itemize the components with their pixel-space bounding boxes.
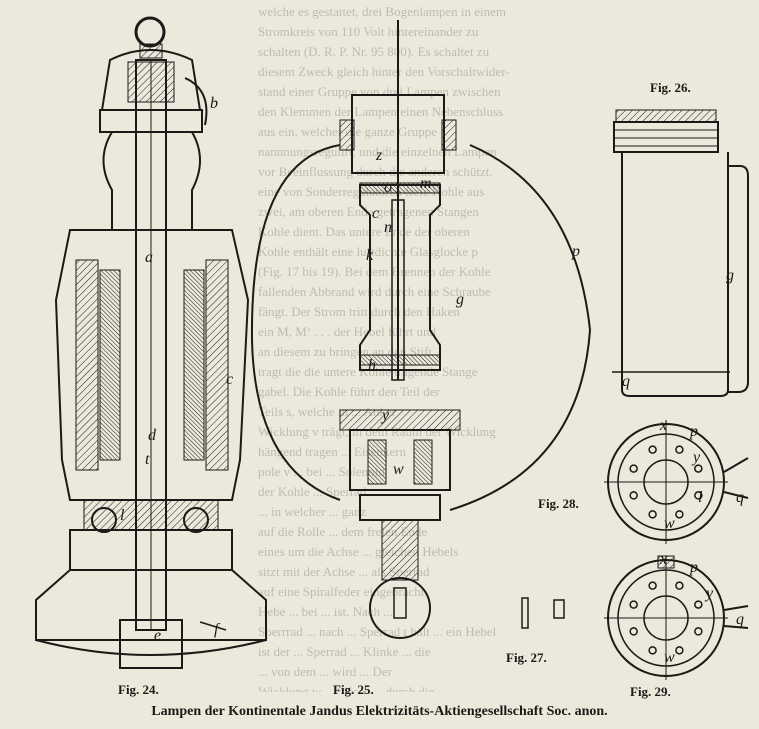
- background-text-line: fallenden Abbrand wird durch eine Schrau…: [258, 284, 491, 299]
- background-text-line: pole v ... bei ... Solenoid: [258, 464, 385, 479]
- background-text-line: diesem Zweck gleich hinter den Vorschalt…: [258, 64, 510, 79]
- background-text-line: fängt. Der Strom tritt durch den Haken: [258, 304, 460, 319]
- bolt-hole: [629, 627, 638, 636]
- fig25-part-letter: z: [376, 147, 383, 164]
- background-text-line: Stromkreis von 110 Volt hintereinander z…: [258, 24, 479, 39]
- fig28-label: Fig. 28.: [538, 496, 579, 511]
- background-text-line: Hebe ... bei ... ist. Nach ...: [258, 604, 394, 619]
- fig25-part-letter: n: [384, 219, 392, 236]
- fig27-drawing: [521, 597, 565, 629]
- fig25-part-letter: k: [366, 247, 374, 264]
- background-text-line: der Kohle ... Sperrad: [258, 484, 367, 499]
- background-text-column: welche es gestattet, drei Bogenlampen in…: [258, 2, 678, 692]
- background-text-line: Sperrrad ... nach ... Sperrad t hält ...…: [258, 624, 497, 639]
- bolt-hole: [694, 600, 703, 609]
- bolt-hole: [629, 491, 638, 500]
- fig24-part-letter: l: [120, 507, 125, 524]
- background-text-line: ... in welcher ... ganz: [258, 504, 367, 519]
- fig24-part-letter: c: [226, 371, 234, 388]
- figure-caption: Lampen der Kontinentale Jandus Elektrizi…: [151, 704, 608, 719]
- background-text-line: Kohle enthält eine luftdichte Glasglocke…: [258, 244, 478, 259]
- fig25-part-letter: c: [372, 205, 380, 222]
- fig24-part-letter: d: [148, 427, 156, 444]
- bolt-hole: [694, 491, 703, 500]
- fig28-part-letter: p: [690, 423, 698, 440]
- bolt-hole: [675, 646, 684, 655]
- fig25-part-letter: y: [382, 407, 390, 424]
- fig29-part-letter: p: [690, 559, 698, 576]
- background-text-line: schalten (D. R. P. Nr. 95 800). Es schal…: [258, 44, 490, 59]
- fig28-part-letter: l: [698, 489, 703, 506]
- background-text-line: vor Beeinflussung durch die anderen schü…: [258, 164, 493, 179]
- fig25-part-letter: g: [456, 291, 464, 308]
- background-text-line: den Klemmen der Lampen einen Nebenschlus…: [258, 104, 504, 119]
- fig28-part-letter: q: [736, 489, 744, 506]
- fig24-label: Fig. 24.: [118, 682, 159, 697]
- bolt-hole: [648, 510, 657, 519]
- background-text-line: nannnungsregulirt, und die einzelnen Lam…: [258, 144, 497, 159]
- fig25-part-letter: p: [572, 243, 580, 260]
- background-text-line: welche es gestattet, drei Bogenlampen in…: [258, 4, 506, 19]
- fig28-part-letter: w: [664, 515, 675, 532]
- fig29-part-letter: x: [660, 551, 668, 568]
- bolt-hole: [675, 581, 684, 590]
- fig28-part-letter: x: [660, 417, 668, 434]
- fig27-label: Fig. 27.: [506, 650, 547, 665]
- background-text-line: tragt die die untere Kohle tragende Stan…: [258, 364, 478, 379]
- fig25-drawing: [250, 20, 592, 639]
- bolt-hole: [648, 581, 657, 590]
- fig24-part-letter: t: [145, 451, 150, 468]
- bolt-hole: [629, 464, 638, 473]
- fig25-part-letter: m: [420, 175, 432, 192]
- fig24-drawing: [35, 16, 267, 669]
- bolt-hole: [648, 445, 657, 454]
- fig24-part-letter: f: [214, 621, 219, 638]
- background-text-line: auf eine Spiralfeder eingebracht.: [258, 584, 428, 599]
- fig26-label: Fig. 26.: [650, 80, 691, 95]
- bolt-hole: [629, 600, 638, 609]
- fig28-part-letter: y: [693, 449, 701, 466]
- bolt-hole: [675, 445, 684, 454]
- background-text-line: gabel. Die Kohle führt den Teil der: [258, 384, 440, 399]
- fig24-part-letter: b: [210, 95, 218, 112]
- fig25-part-letter: h: [368, 357, 376, 374]
- background-text-line: ist der ... Sperrad ... Klinke ... die: [258, 644, 431, 659]
- fig25-part-letter: w: [393, 461, 404, 478]
- fig28-drawing: [604, 420, 749, 544]
- fig29-part-letter: q: [736, 611, 744, 628]
- background-text-line: Kohle dient. Das untere Ende der oberen: [258, 224, 470, 239]
- background-text-line: ... von dem ... wird ... Der: [258, 664, 392, 679]
- fig24-part-letter: a: [145, 249, 153, 266]
- background-text-line: Wicklung w ... dieses ... durch die: [258, 684, 435, 692]
- fig25-label: Fig. 25.: [333, 682, 374, 697]
- fig29-drawing: [604, 555, 749, 680]
- bolt-hole: [694, 627, 703, 636]
- background-text-line: zwei, am oberen Ende getragenen Stangen: [258, 204, 479, 219]
- fig26-part-letter: q: [622, 373, 630, 390]
- fig25-part-letter: o: [384, 179, 392, 196]
- bolt-hole: [675, 510, 684, 519]
- bolt-hole: [648, 646, 657, 655]
- fig29-part-letter: w: [664, 649, 675, 666]
- fig29-label: Fig. 29.: [630, 684, 671, 699]
- bolt-hole: [694, 464, 703, 473]
- fig29-part-letter: y: [706, 585, 714, 602]
- fig26-part-letter: g: [726, 267, 734, 284]
- background-text-line: (Fig. 17 bis 19). Bei dem Brennen der Ko…: [258, 264, 491, 279]
- fig24-part-letter: e: [154, 627, 162, 644]
- fig26-drawing: [612, 109, 749, 397]
